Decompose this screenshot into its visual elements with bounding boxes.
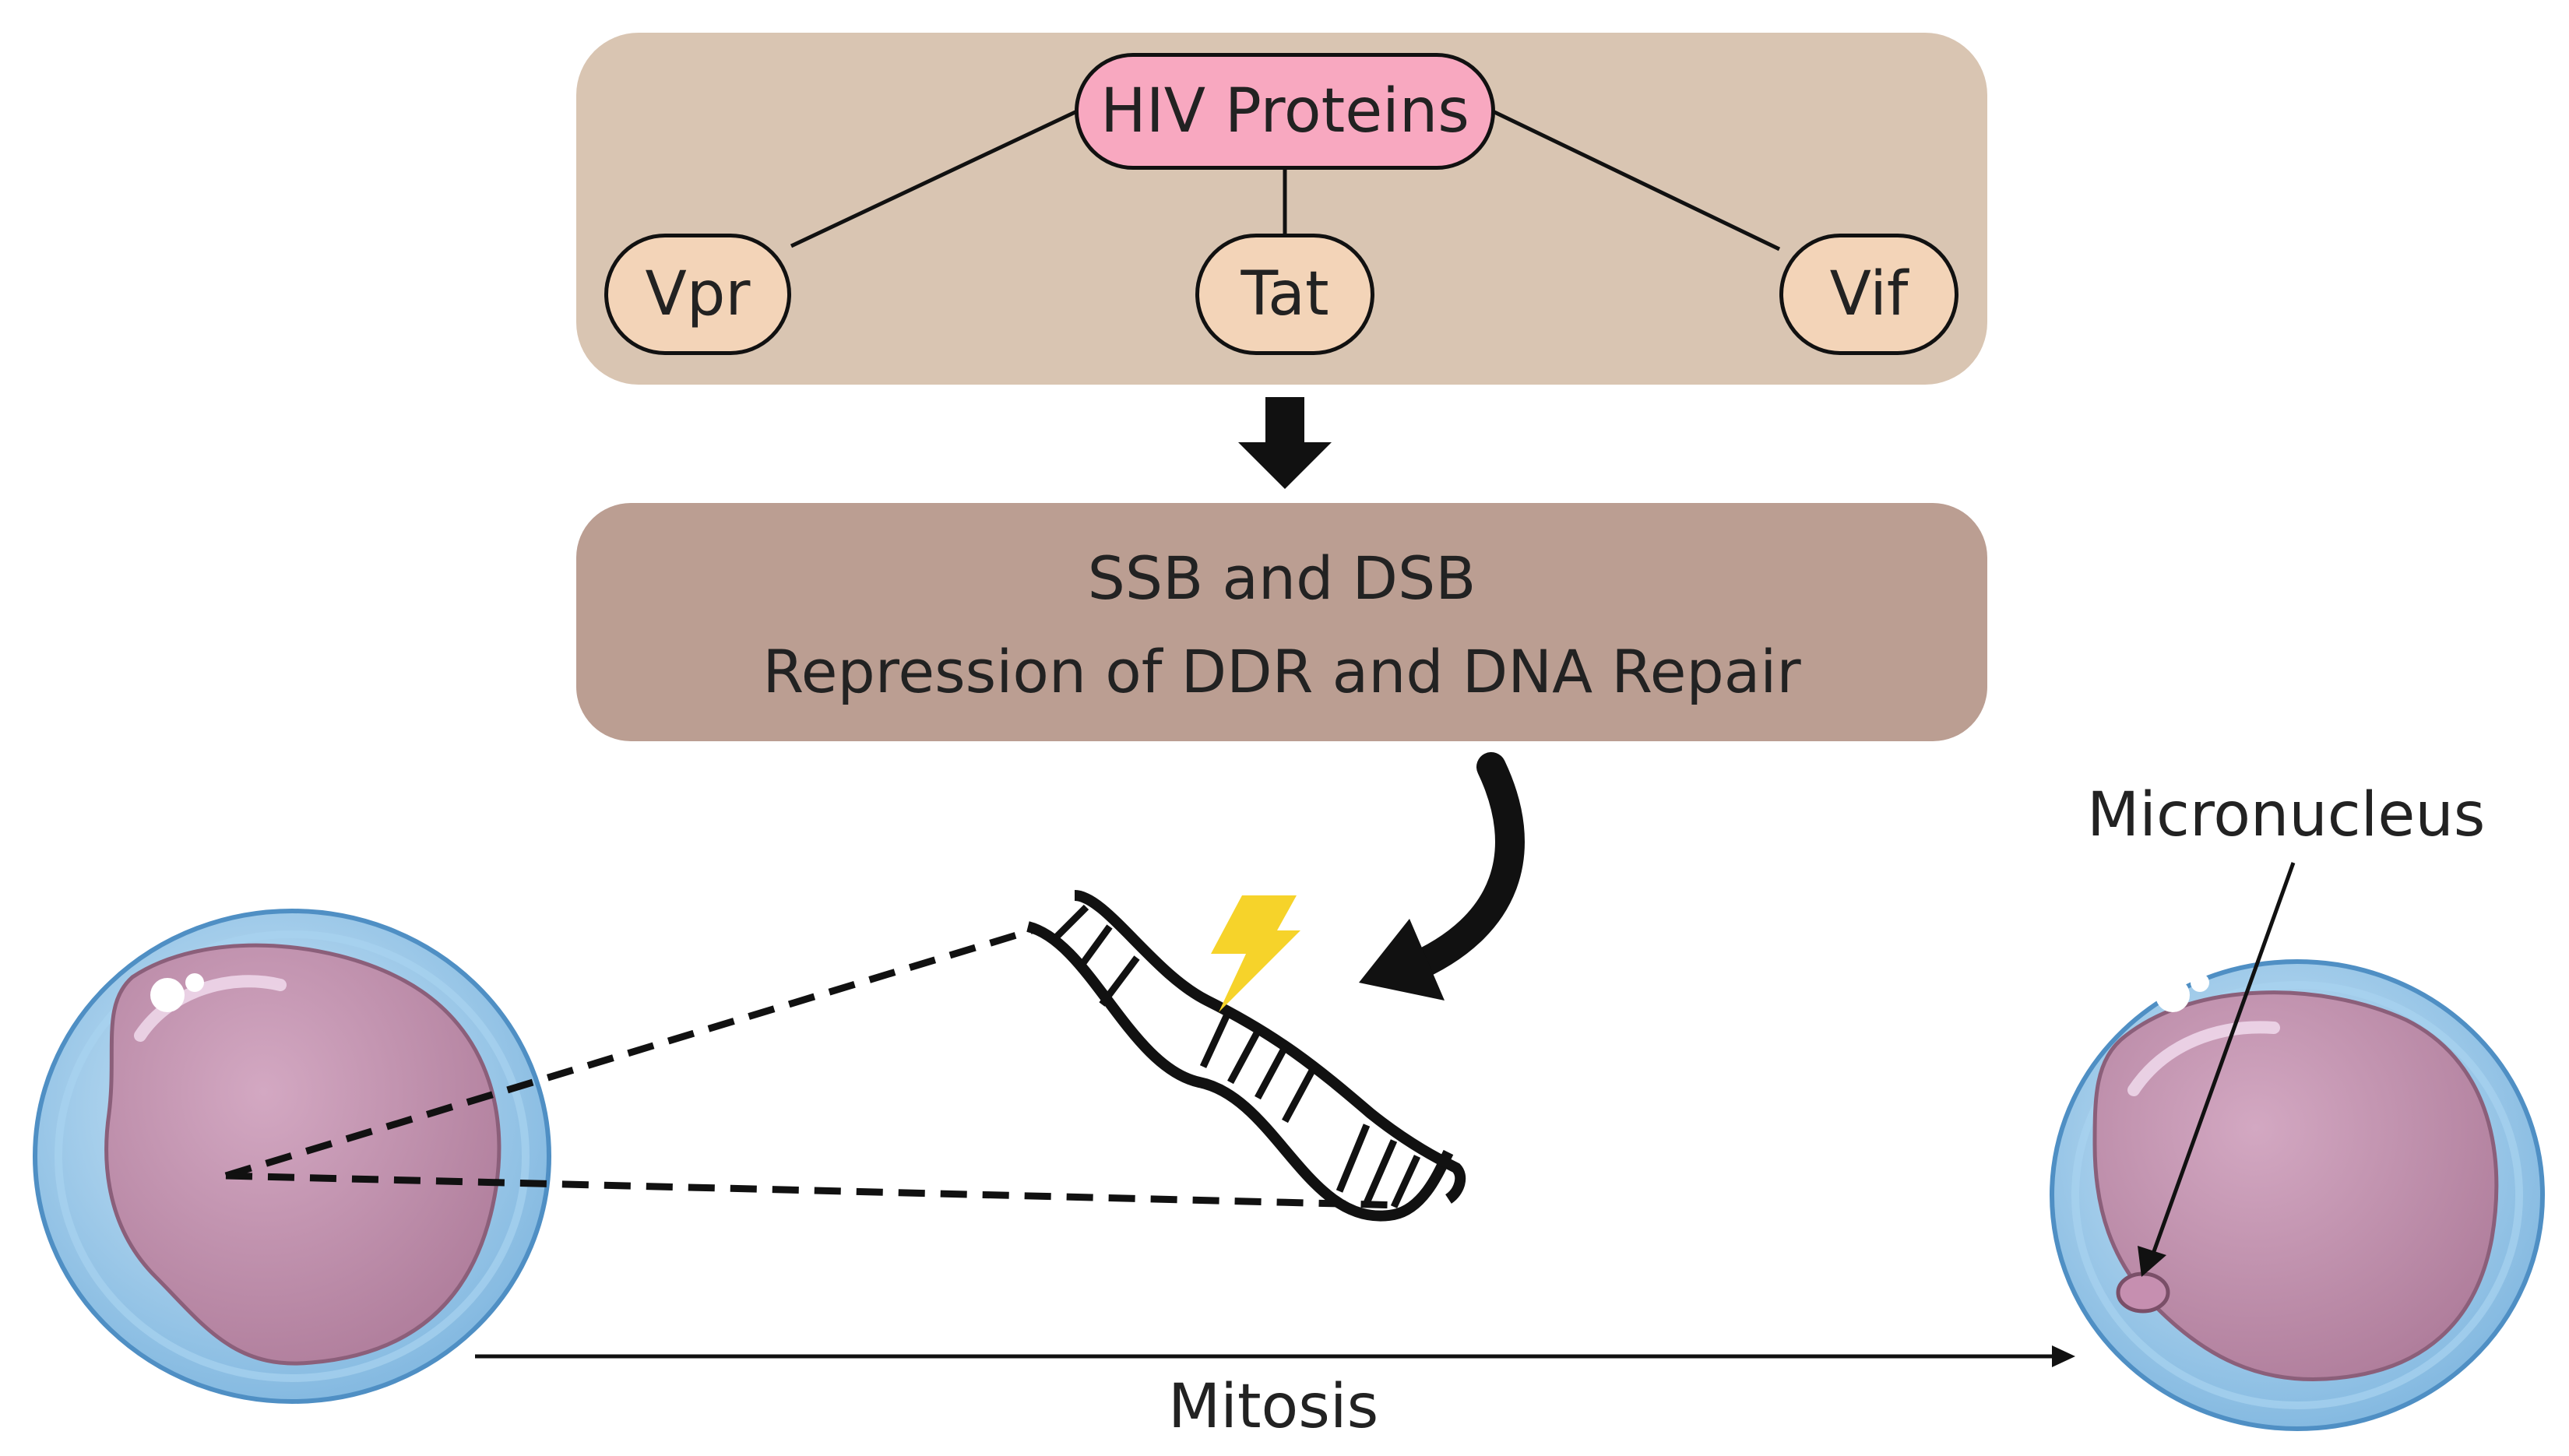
lightning-icon [1211,895,1300,1012]
tat-node: Tat [1195,234,1374,355]
zoom-dashed-lines [224,927,1402,1209]
hiv-proteins-node: HIV Proteins [1075,53,1495,170]
micronucleus-label: Micronucleus [2087,780,2486,850]
left-cell-illustration [33,909,551,1404]
curved-arrow-icon [1359,752,1525,1001]
connector-vpr [790,108,1080,248]
mitosis-arrow [475,1345,2075,1367]
vif-node: Vif [1779,234,1958,355]
dna-helix-icon [1026,890,1466,1222]
tree-connectors [790,108,1781,251]
ssb-dsb-text: SSB and DSB [1087,543,1476,613]
micronucleus-shape [2116,1271,2170,1314]
vpr-label: Vpr [645,259,751,329]
hiv-proteins-label: HIV Proteins [1100,76,1469,146]
repression-text: Repression of DDR and DNA Repair [762,637,1801,706]
mitosis-label: Mitosis [1168,1372,1379,1442]
right-cell-illustration [2050,959,2545,1431]
tat-label: Tat [1241,259,1329,329]
micronucleus-pointer [2138,862,2296,1277]
connector-vif [1490,108,1781,251]
down-arrow-icon [1238,397,1332,489]
vpr-node: Vpr [604,234,791,355]
dna-damage-panel [576,503,1987,741]
vif-label: Vif [1829,259,1909,329]
